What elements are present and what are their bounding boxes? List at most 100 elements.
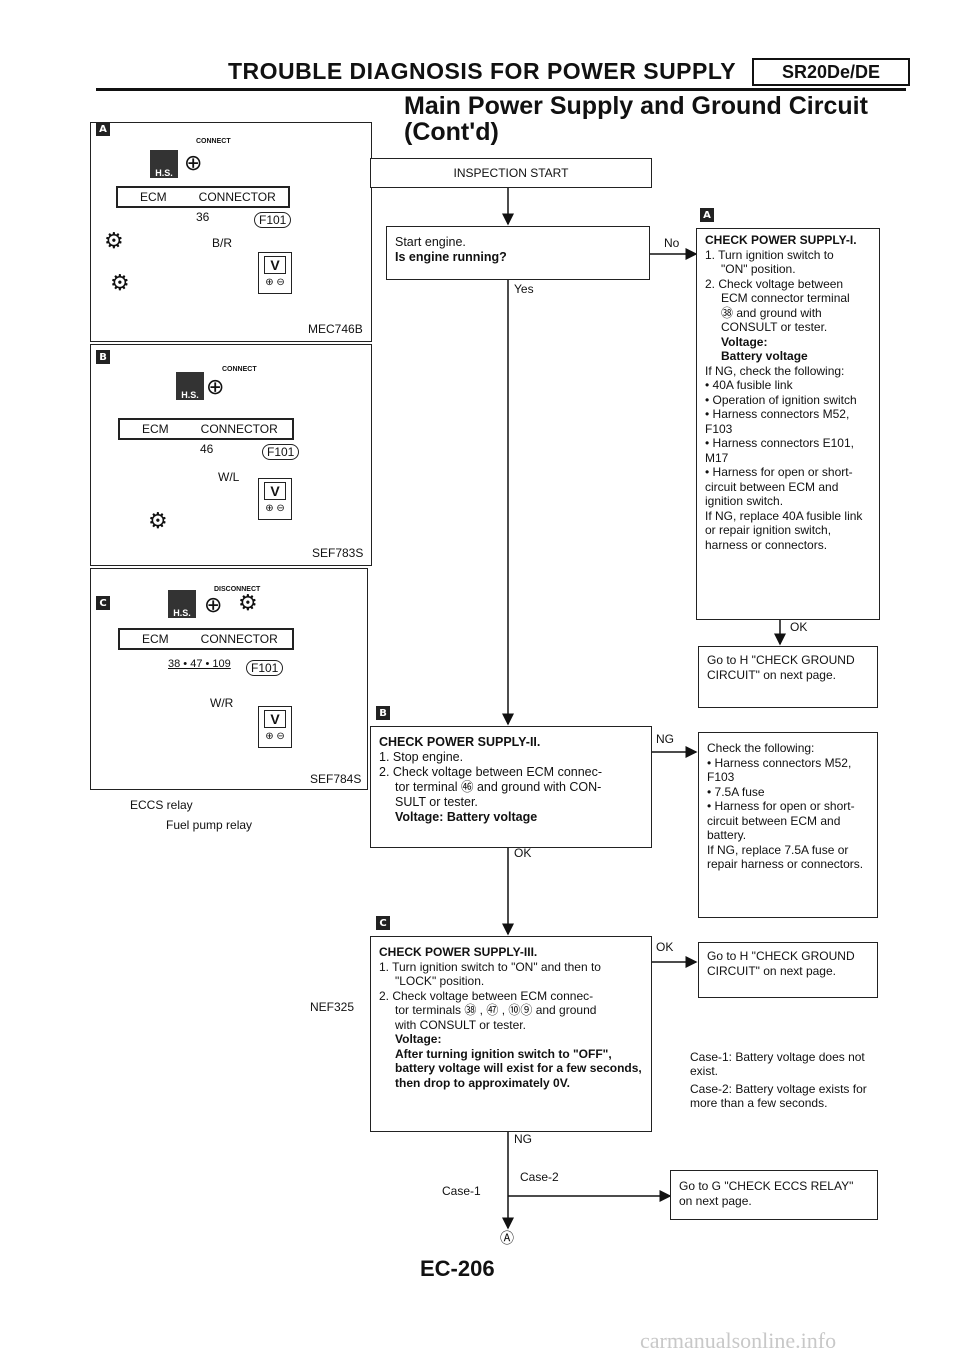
ok-label: OK	[790, 620, 808, 634]
connector-id: F101	[246, 660, 284, 676]
voltmeter-icon: V ⊕ ⊖	[258, 478, 292, 520]
terminal-number: 46	[200, 442, 214, 456]
connector-label: CONNECTOR	[200, 422, 278, 436]
page-number: EC-206	[420, 1256, 495, 1281]
goto-h2-text: Go to H "CHECK GROUND CIRCUIT" on next p…	[707, 949, 855, 978]
check3-voltage-label: Voltage:	[395, 1032, 442, 1046]
check-follow-bullet: • 7.5A fuse	[707, 784, 765, 799]
check2-voltage: Voltage: Battery voltage	[395, 810, 538, 824]
voltmeter-label: V	[264, 710, 286, 728]
check3-voltage-desc: After turning ignition switch to "OFF", …	[395, 1046, 642, 1090]
voltmeter-label: V	[264, 482, 286, 500]
check-follow-tail: If NG, replace 7.5A fuse or repair harne…	[707, 842, 864, 872]
diagram-c-panel	[90, 568, 368, 790]
voltmeter-icon: V ⊕ ⊖	[258, 706, 292, 748]
wire-color: W/R	[210, 696, 234, 710]
voltmeter-label: V	[264, 256, 286, 274]
check2-line: SULT or tester.	[395, 795, 478, 809]
check-follow-bullet: • Harness for open or short-circuit betw…	[707, 799, 855, 842]
connect-label: CONNECT	[222, 366, 257, 373]
check1-bullet: • Harness for open or short-circuit betw…	[705, 465, 853, 508]
check-follow-bullet: • Harness connectors M52, F103	[707, 755, 852, 785]
check-power-supply-2-box: CHECK POWER SUPPLY-II. 1. Stop engine. 2…	[370, 726, 652, 848]
connector-plug-icon: ⊕	[184, 150, 203, 175]
check1-title: CHECK POWER SUPPLY-I.	[705, 233, 857, 247]
watermark: carmanualsonline.info	[640, 1328, 837, 1353]
ignition-off-icon: ⚙	[148, 508, 168, 533]
ok-label: OK	[656, 940, 674, 954]
check1-bullet: • Harness connectors E101, M17	[705, 436, 854, 465]
figure-code: SEF784S	[310, 772, 362, 786]
engine-q2: Is engine running?	[395, 250, 507, 264]
ecm-connector-a: ECM CONNECTOR	[116, 186, 290, 208]
ecm-label: ECM	[142, 422, 169, 436]
ignition-on-icon: ⚙	[104, 228, 124, 253]
check3-line: tor terminals ㊳ , ㊼ , ⑩⑨ and ground	[395, 1003, 597, 1017]
diagram-c-marker: C	[96, 596, 110, 610]
diagram-b-panel	[90, 344, 372, 566]
case2-description: Case-2: Battery voltage exists for more …	[690, 1082, 867, 1110]
page-header-title: TROUBLE DIAGNOSIS FOR POWER SUPPLY	[228, 58, 737, 84]
connector-label: CONNECTOR	[198, 190, 276, 204]
check3-line: 2. Check voltage between ECM connec-	[379, 988, 594, 1003]
check1-line: "ON" position.	[721, 262, 796, 276]
hs-icon: H.S.	[176, 372, 204, 400]
wire-color: W/L	[218, 470, 240, 484]
check1-line: CONSULT or tester.	[721, 320, 828, 334]
figure-code: MEC746B	[308, 322, 363, 336]
check3-line: with CONSULT or tester.	[395, 1017, 526, 1032]
check1-voltage-value: Battery voltage	[721, 349, 808, 363]
relay-location-panel	[90, 792, 368, 1020]
case1-description: Case-1: Battery voltage does not exist.	[690, 1050, 865, 1078]
connector-a-symbol: Ⓐ	[500, 1230, 514, 1246]
connect-label: CONNECT	[196, 138, 231, 145]
ecm-connector-c: ECM CONNECTOR	[118, 628, 294, 650]
no-label: No	[664, 236, 680, 250]
check1-line: 1. Turn ignition switch to	[705, 247, 834, 262]
check2-line: tor terminal ㊻ and ground with CON-	[395, 780, 602, 794]
goto-g-text: Go to G "CHECK ECCS RELAY" on next page.	[679, 1179, 854, 1208]
check2-line: 1. Stop engine.	[379, 750, 464, 764]
section-title-cont: (Cont'd)	[404, 118, 499, 146]
check1-line: ECM connector terminal	[721, 291, 850, 305]
engine-model-tag: SR20De/DE	[752, 58, 910, 86]
engine-q1: Start engine.	[395, 235, 466, 249]
yes-label: Yes	[514, 282, 534, 296]
header-rule	[96, 88, 906, 91]
connector-unplug-icon: ⊕	[204, 592, 223, 617]
goto-check-ground-box-2: Go to H "CHECK GROUND CIRCUIT" on next p…	[698, 942, 878, 998]
check3-line: "LOCK" position.	[395, 974, 485, 988]
check-power-supply-1-box: CHECK POWER SUPPLY-I. 1. Turn ignition s…	[696, 228, 880, 620]
ecm-connector-b: ECM CONNECTOR	[118, 418, 294, 440]
check3-line: 1. Turn ignition switch to "ON" and then…	[379, 959, 601, 974]
check-power-supply-3-box: CHECK POWER SUPPLY-III. 1. Turn ignition…	[370, 936, 652, 1132]
ng-label: NG	[514, 1132, 532, 1146]
ecm-label: ECM	[142, 632, 169, 646]
fuel-pump-relay-label: Fuel pump relay	[166, 818, 253, 832]
section-b-marker: B	[376, 706, 390, 720]
connector-label: CONNECTOR	[200, 632, 278, 646]
inspection-start-text: INSPECTION START	[453, 166, 569, 180]
section-title: Main Power Supply and Ground Circuit	[404, 92, 868, 120]
check2-line: 2. Check voltage between ECM connec-	[379, 765, 603, 779]
inspection-start-box: INSPECTION START	[370, 158, 652, 188]
disconnect-label: DISCONNECT	[214, 586, 261, 593]
section-c-marker: C	[376, 916, 390, 930]
wire-color: B/R	[212, 236, 233, 250]
engine-running-box: Start engine. Is engine running?	[386, 226, 650, 280]
connector-id: F101	[254, 212, 292, 228]
connector-plug-icon: ⊕	[206, 374, 225, 399]
diagram-b-marker: B	[96, 350, 110, 364]
hs-icon: H.S.	[168, 590, 196, 618]
terminal-numbers: 38 • 47 • 109	[168, 658, 231, 670]
figure-code: NEF325	[310, 1000, 355, 1014]
goto-h1-text: Go to H "CHECK GROUND CIRCUIT" on next p…	[707, 653, 855, 682]
hs-icon: H.S.	[150, 150, 178, 178]
check1-bullet: • Harness connectors M52, F103	[705, 407, 850, 436]
check1-ng: If NG, check the following:	[705, 363, 845, 378]
connector-id: F101	[262, 444, 300, 460]
diagram-a-panel	[90, 122, 372, 342]
check-follow-title: Check the following:	[707, 741, 815, 755]
goto-check-ground-box-1: Go to H "CHECK GROUND CIRCUIT" on next p…	[698, 646, 878, 708]
section-a-marker: A	[700, 208, 714, 222]
